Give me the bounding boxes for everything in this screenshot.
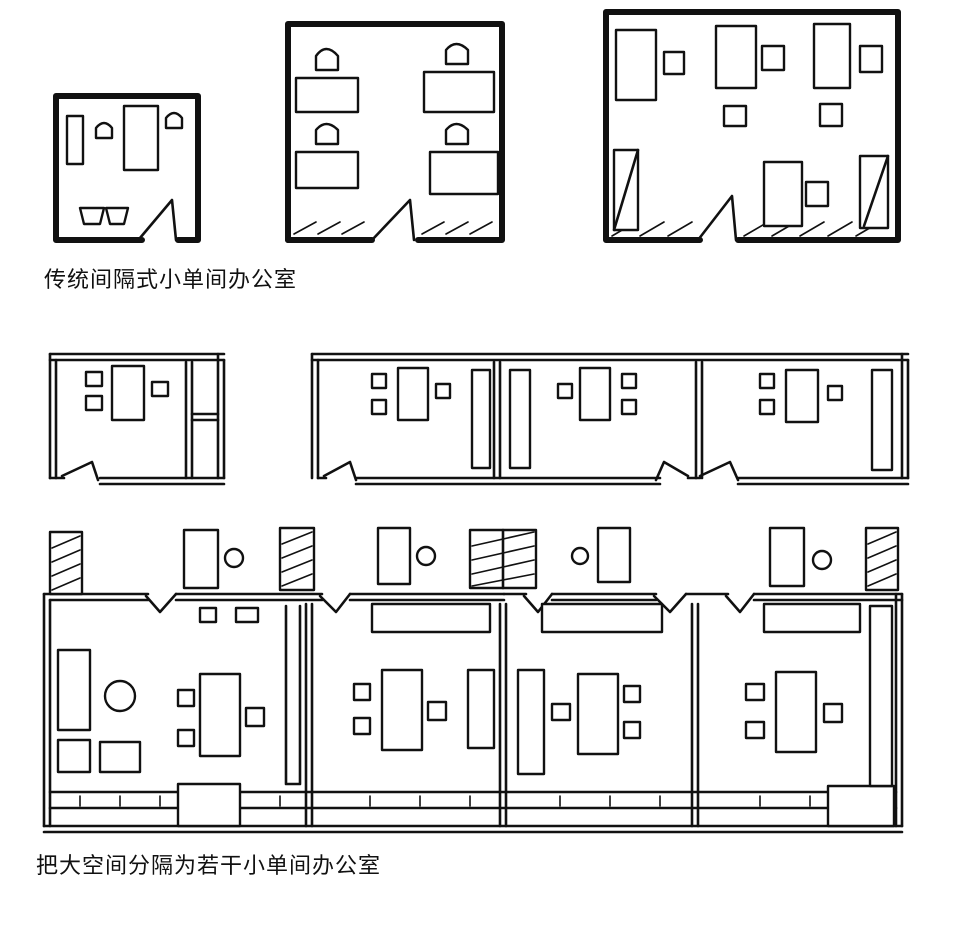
plan-four-desk-office: [285, 21, 505, 243]
plan-large-office: [603, 9, 901, 243]
plan-large-space-partitioned: [42, 526, 904, 834]
plan-partitioned-unit-triple: [310, 352, 910, 486]
plan-small-office: [53, 93, 201, 243]
caption-partitioned-large-space: 把大空间分隔为若干小单间办公室: [36, 854, 382, 879]
caption-traditional-offices: 传统间隔式小单间办公室: [44, 268, 298, 293]
plan-partitioned-unit-single: [48, 352, 226, 486]
